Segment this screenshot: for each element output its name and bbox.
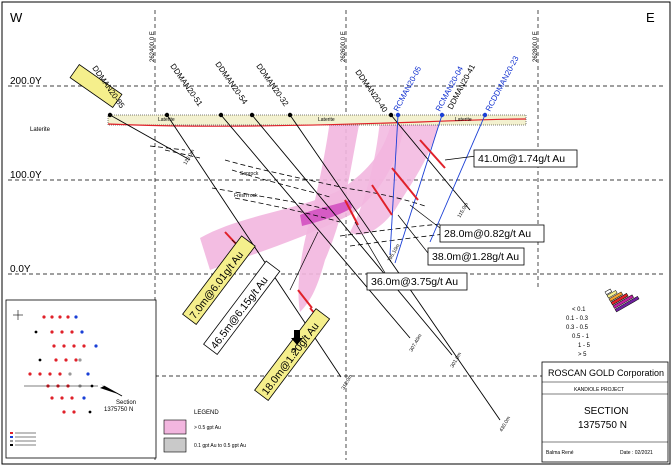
inset-key-icon <box>10 432 36 446</box>
collar-ddman20-32 <box>249 112 255 118</box>
laterite-label: Laterite <box>158 117 175 123</box>
collar-ddman20-85 <box>107 112 113 118</box>
section-number: 1375750 N <box>578 420 627 431</box>
legend-title: LEGEND <box>194 410 219 416</box>
grade-scale-legend: < 0.1 0.1 - 0.3 0.3 - 0.5 0.5 - 1 1 - 5 … <box>566 288 640 358</box>
author: Balma René <box>546 450 574 456</box>
trace-ddman20-40 <box>289 114 501 421</box>
trace-rcman20-04 <box>394 114 443 264</box>
inset-section-label: Section <box>116 400 136 406</box>
trace-ddman20-85 <box>109 114 191 161</box>
collar-ddman20-51 <box>164 112 170 118</box>
inset-section-number: 1375750 N <box>104 407 133 413</box>
question-mark: ? <box>291 347 297 358</box>
title-block: ROSCAN GOLD Corporation KANDIOLE PROJECT… <box>541 361 669 463</box>
legend-swatch-high-grade <box>163 419 187 435</box>
hole-label-box-ddman20-85 <box>69 63 123 109</box>
trace-ddman20-41 <box>390 114 471 211</box>
grade-shell-pink-1 <box>200 120 405 270</box>
saprock-label: Saprock <box>240 171 259 177</box>
map-date: Date : 02/2021 <box>620 450 653 456</box>
elevation-label-200: 200.0Y <box>10 76 42 87</box>
easting-label-262600: 262600.0 E <box>341 31 347 62</box>
trace-rcddman20-23 <box>429 114 486 243</box>
company-name: ROSCAN GOLD Corporation <box>548 368 664 378</box>
trace-ddman20-32 <box>251 114 453 356</box>
legend-swatch-low-grade <box>163 437 187 453</box>
weathering-contacts <box>149 145 446 247</box>
trace-rcman20-05 <box>389 114 399 256</box>
easting-label-262800: 262800.0 E <box>533 31 539 62</box>
project-name: KANDIOLE PROJECT <box>574 387 624 393</box>
laterite-label-left: Laterite <box>30 127 51 133</box>
west-label: W <box>10 10 23 25</box>
elevation-label-100: 100.0Y <box>10 170 42 181</box>
inset-drill-collars <box>28 315 86 414</box>
collar-ddman20-41 <box>388 112 394 118</box>
easting-label-262400: 262400.0 E <box>150 31 156 62</box>
collar-rcman20-04 <box>439 112 445 118</box>
intercept-36m: 36.0m@3.75g/t Au <box>371 276 458 288</box>
elevation-label-0: 0.0Y <box>10 264 31 275</box>
grade-shell-pink-3 <box>350 120 440 235</box>
collar-rcman20-05 <box>395 112 401 118</box>
grade-range-3: 0.3 - 0.5 <box>566 325 589 331</box>
grade-range-4: 0.5 - 1 <box>572 334 590 340</box>
section-title: SECTION <box>584 406 628 417</box>
grade-shell-magenta <box>300 200 352 226</box>
rc-traces <box>389 114 486 264</box>
legend-label-low-grade: 0.1 gpt Au to 0.5 gpt Au <box>194 443 246 449</box>
laterite-label-right: Laterite <box>455 117 472 123</box>
collars <box>107 112 488 118</box>
trace-ddman20-54 <box>220 114 411 339</box>
collar-ddman20-54 <box>218 112 224 118</box>
topography-line <box>107 118 527 127</box>
fresh-rock-label: Fresh rock <box>234 193 258 199</box>
inset-north-arrow-icon <box>13 310 23 320</box>
grade-range-1: < 0.1 <box>572 307 586 313</box>
grade-range-6: > 5 <box>578 352 587 358</box>
collar-rcddman20-23 <box>482 112 488 118</box>
grade-range-2: 0.1 - 0.3 <box>566 316 589 322</box>
east-label: E <box>646 10 655 25</box>
intercept-28m: 28.0m@0.82g/t Au <box>444 228 531 240</box>
laterite-label-mid: Laterite <box>318 117 335 123</box>
inset-location-map: Section 1375750 N <box>5 299 157 459</box>
mineralized-zones <box>200 120 440 312</box>
intercept-41m: 41.0m@1.74g/t Au <box>478 153 565 165</box>
down-arrow-icon <box>291 330 303 345</box>
grade-range-5: 1 - 5 <box>578 343 591 349</box>
legend: LEGEND > 0.5 gpt Au 0.1 gpt Au to 0.5 gp… <box>163 410 246 453</box>
grade-bar-icon <box>604 288 640 313</box>
legend-label-high-grade: > 0.5 gpt Au <box>194 425 221 431</box>
collar-ddman20-40 <box>287 112 293 118</box>
intercept-38m: 38.0m@1.28g/t Au <box>432 251 519 263</box>
